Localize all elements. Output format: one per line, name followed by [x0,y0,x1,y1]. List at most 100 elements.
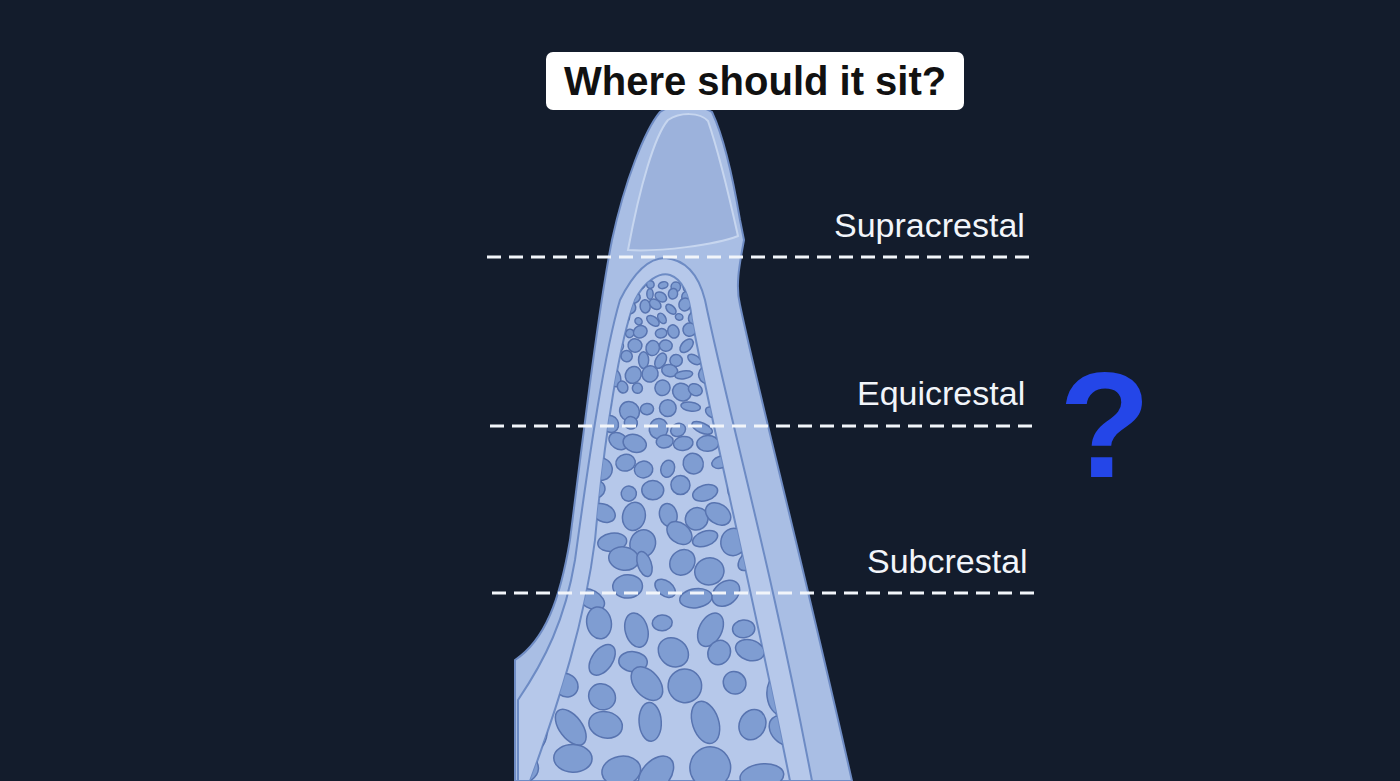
trabecula [583,477,608,502]
trabecula [732,619,756,639]
trabecula [774,362,792,380]
trabecula [566,298,577,309]
trabecula [529,336,548,354]
trabecula [550,366,569,386]
trabecula [622,299,638,316]
trabecula [782,290,793,303]
trabecula [603,356,614,367]
trabecula [513,282,523,292]
trabecula [508,456,531,475]
trabecula [562,292,575,302]
trabecula [739,761,786,781]
alveolar-bone [518,258,812,781]
trabecula [615,379,629,394]
trabecular-pattern [488,277,820,781]
trabecula [539,299,551,309]
trabecula [691,301,705,313]
trabecula [576,326,591,341]
trabecula [526,349,544,366]
trabecula [706,382,728,404]
trabecula [545,339,562,353]
trabecula [658,281,669,290]
trabecula [526,278,538,290]
trabecula [634,550,655,579]
trabecula [722,352,731,366]
trabecula [530,368,545,384]
trabecula [573,398,585,411]
trabecula [619,348,635,364]
trabecula [703,405,718,420]
trabecula [700,355,719,369]
trabecula [763,710,803,751]
trabecula [795,451,812,476]
trabecula [597,280,610,290]
trabecula [717,311,734,328]
trabecula [647,289,653,300]
trabecula [549,352,562,370]
trabecula [710,454,730,471]
trabecula [744,352,756,365]
trabecula [674,370,693,380]
trabecula [590,323,606,337]
trabecula [765,675,793,717]
trabecula [677,337,695,355]
trabecula [607,545,641,573]
level-label: Supracrestal [834,205,1025,246]
cortical-line [530,274,790,781]
trabecula [652,614,673,631]
trabecula [721,428,744,454]
trabecula [511,529,531,549]
trabecula [770,308,785,323]
trabecula [793,337,807,352]
trabecula [549,704,592,751]
trabecula [747,326,759,339]
trabecula [583,678,620,715]
trabecula [507,554,538,580]
trabecula [575,279,587,293]
trabecula [748,382,770,404]
trabecula [792,384,802,398]
trabecula [558,455,584,483]
trabecula [734,363,750,380]
trabecula [620,500,648,533]
trabecula [495,751,539,781]
trabecula [656,312,668,325]
trabecula [680,401,701,412]
trabecula [686,352,703,367]
trabecula [543,310,557,324]
trabecula [646,280,655,289]
trabecula [744,393,767,416]
trabecula [743,290,751,298]
trabecula [704,636,735,668]
trabecula [758,280,765,288]
trabecula [653,378,673,398]
trabecula [694,280,704,290]
trabecula [546,326,561,340]
trabecula [584,605,614,641]
trabecula [585,454,616,485]
trabecula [504,709,553,759]
trabecula [621,610,652,650]
trabecula [530,629,572,670]
trabecula [752,362,770,380]
trabecula [621,432,649,456]
trabecula [679,587,714,610]
trabecula [549,669,583,702]
trabecula [556,430,577,456]
question-mark: ? [1059,350,1151,500]
trabecula [686,698,725,748]
dashed-line [490,425,1037,428]
trabecula [500,570,537,608]
trabecula [540,279,550,292]
trabecula [510,435,536,461]
trabecula [755,454,787,485]
trabecula [510,329,524,341]
trabecula [719,292,732,304]
trabecula [498,636,542,682]
trabecula [679,450,707,478]
trabecula [701,498,735,530]
trabecula [509,296,526,314]
trabecula [617,288,631,301]
trabecula [728,335,743,348]
trabecula [709,337,723,352]
